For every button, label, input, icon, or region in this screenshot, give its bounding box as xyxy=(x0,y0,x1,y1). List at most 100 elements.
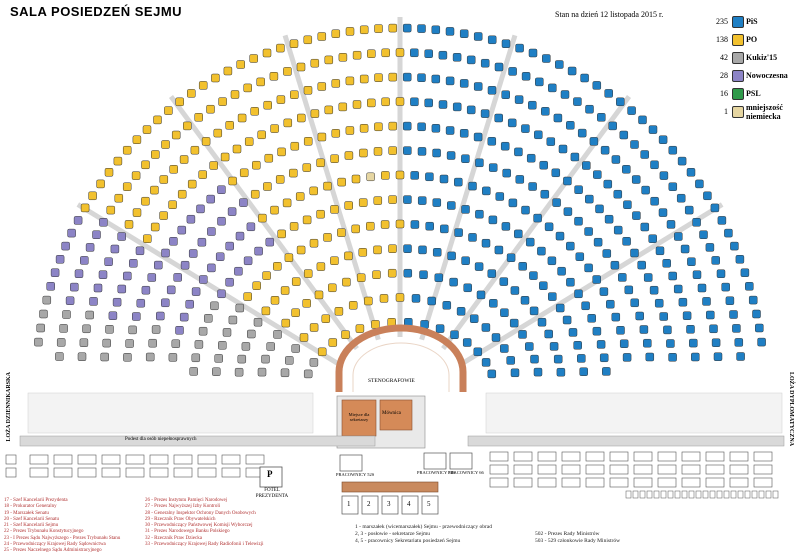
seat xyxy=(284,253,294,262)
seat xyxy=(577,354,586,363)
seat xyxy=(410,171,419,180)
legend-name: Nowoczesna xyxy=(746,71,788,80)
seat xyxy=(388,23,398,33)
seat xyxy=(474,262,484,271)
seat xyxy=(500,344,509,353)
seat xyxy=(732,324,741,333)
seat xyxy=(324,55,334,65)
seat xyxy=(487,269,497,278)
seat xyxy=(473,132,483,142)
seat xyxy=(650,160,659,170)
guest-seat xyxy=(729,464,749,475)
seat xyxy=(168,200,177,209)
rail-slot xyxy=(646,490,653,499)
seat xyxy=(592,326,602,336)
seat xyxy=(351,174,361,184)
seat xyxy=(388,72,398,82)
seat xyxy=(461,256,470,265)
rail-slot xyxy=(716,490,723,499)
seat xyxy=(529,306,539,316)
note-line: 30 - Przewodniczący Państwowej Komisji W… xyxy=(145,523,253,529)
seat xyxy=(668,271,677,281)
seat xyxy=(225,121,234,130)
seat xyxy=(463,283,472,293)
seat xyxy=(434,273,444,282)
seat xyxy=(234,266,243,276)
seat xyxy=(641,185,650,195)
seat xyxy=(439,174,449,184)
seat xyxy=(302,299,311,308)
seat xyxy=(454,228,463,237)
seat xyxy=(686,168,696,177)
seat xyxy=(316,209,325,219)
seat xyxy=(235,231,245,241)
seat xyxy=(277,147,286,157)
seat xyxy=(506,356,515,365)
seat xyxy=(488,215,498,225)
seat xyxy=(345,126,355,135)
seat xyxy=(175,326,184,335)
seat xyxy=(632,211,641,220)
seat xyxy=(285,356,294,365)
seat xyxy=(367,49,376,58)
seat xyxy=(191,287,201,296)
seat xyxy=(544,222,554,232)
rail-slot xyxy=(765,490,772,499)
seat xyxy=(290,90,299,99)
legend-count: 1 xyxy=(724,107,728,116)
seat xyxy=(106,205,116,215)
note-line: 29 - Rzecznik Praw Obywatelskich xyxy=(145,516,216,522)
accessible-passage-right xyxy=(467,435,785,447)
seat xyxy=(604,89,613,98)
seat xyxy=(736,352,745,361)
seat xyxy=(93,283,103,293)
seat xyxy=(352,50,362,60)
seat xyxy=(211,73,220,83)
seat xyxy=(373,245,382,255)
seat xyxy=(676,193,686,203)
rail-slot xyxy=(681,490,688,499)
seat xyxy=(330,256,339,265)
seat xyxy=(487,86,497,95)
seat xyxy=(577,128,587,138)
rail-slot xyxy=(632,490,639,499)
seat xyxy=(328,283,337,293)
seat xyxy=(323,181,332,191)
seat xyxy=(143,234,152,243)
seat xyxy=(459,129,469,138)
seat xyxy=(207,227,216,236)
seat xyxy=(469,314,479,323)
notes-bottom: 1 - marszałek (wicemarszałek) Sejmu - pr… xyxy=(355,524,492,545)
seat xyxy=(239,198,248,207)
seat xyxy=(431,25,441,35)
seat xyxy=(39,309,48,319)
seat xyxy=(417,122,426,132)
government-seat xyxy=(421,495,439,515)
guest-seat xyxy=(729,451,749,462)
seat xyxy=(388,244,397,253)
guest-seat xyxy=(633,477,653,488)
legend-name: mniejszość niemiecka xyxy=(746,103,783,121)
seat xyxy=(684,205,694,215)
seat xyxy=(678,297,688,307)
seat xyxy=(619,339,629,348)
seat xyxy=(521,124,530,133)
seat xyxy=(456,307,466,316)
rostrum-label: Mównica xyxy=(382,411,401,416)
seat xyxy=(447,251,456,261)
seat xyxy=(206,104,215,114)
seat xyxy=(510,286,520,295)
status-date: Stan na dzień 12 listopada 2015 r. xyxy=(555,10,664,19)
seat xyxy=(645,352,655,362)
legend-row-pis: 235 PiS xyxy=(690,14,798,32)
seat xyxy=(403,244,412,253)
seat xyxy=(600,145,610,155)
seat xyxy=(234,367,244,377)
guest-seat xyxy=(657,477,677,488)
seat xyxy=(372,270,381,279)
seat xyxy=(658,135,668,144)
seat xyxy=(34,337,43,347)
seat xyxy=(432,198,442,207)
seat xyxy=(735,255,745,264)
